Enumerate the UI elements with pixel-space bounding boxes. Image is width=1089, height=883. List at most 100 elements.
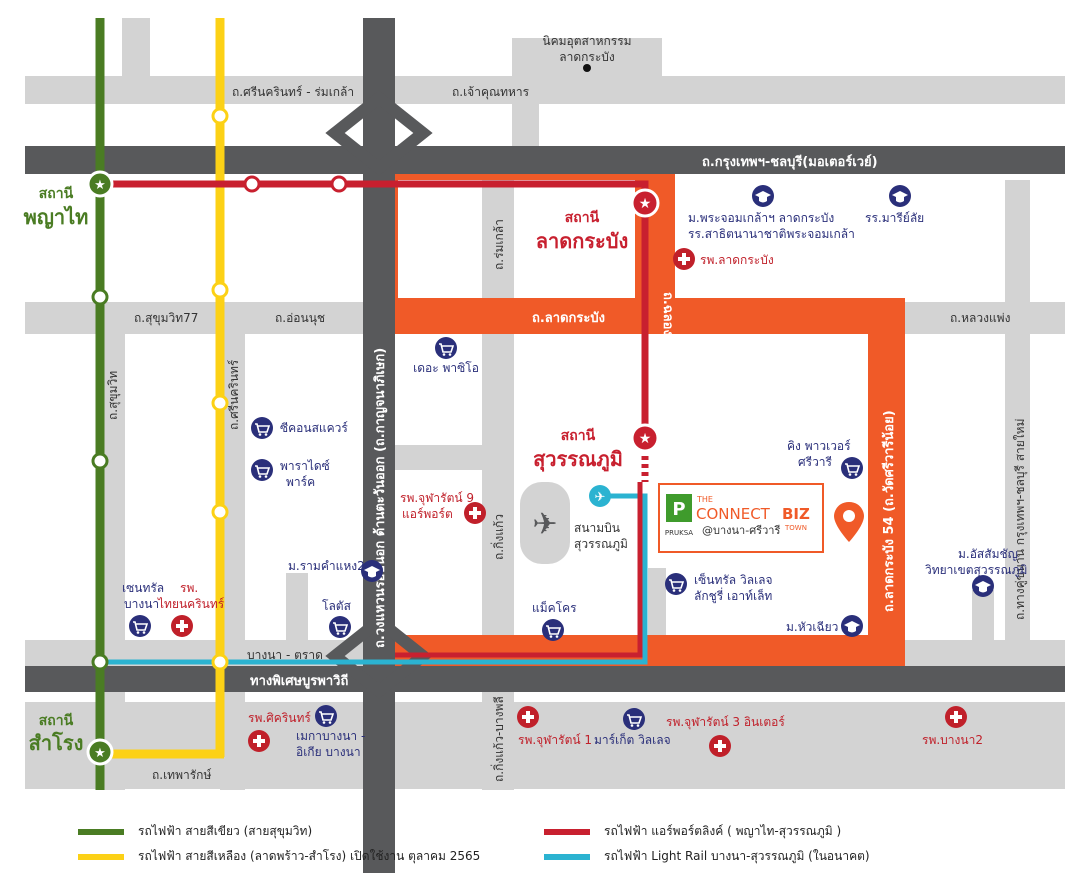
paseo-shop-icon [434,336,458,360]
road-label-highway-chonburi: ถ.ทางคู่ขนาน กรุงเทพฯ-ชลบุรี สายใหม่ [1013,419,1028,621]
expressway-motorway [25,146,1065,174]
road-right-vertical [1005,180,1030,640]
place-paseo: เดอะ พาซิโอ [413,361,479,375]
legend-green-swatch [78,828,124,835]
road-label-romklao: ถ.ร่มเกล้า [492,219,506,270]
place-kmitl: ม.พระจอมเกล้าฯ ลาดกระบัง [688,211,834,225]
hosp-ladkrabang-icon [673,248,695,270]
place-king-power-2: ศรีวารี [798,455,833,469]
station-ladkrabang-marker: ★ [630,188,660,218]
airplane-icon: ✈ [532,507,557,542]
place-hosp-ladkrabang: รพ.ลาดกระบัง [700,253,774,267]
place-mega-2: อิเกีย บางนา [296,745,361,759]
legend-blue-swatch [544,853,590,860]
legend-yellow-label: รถไฟฟ้า สายสีเหลือง (ลาดพร้าว-สำโรง) เปิ… [138,849,481,863]
place-market-village: มาร์เก็ต วิลเลจ [594,732,671,747]
place-paradise-2: พาร์ค [286,475,315,489]
project-location: @บางนา-ศรีวารี [702,524,780,537]
rail-stops [91,107,348,671]
road-south-horizontal [25,702,1065,757]
road-label-ladkrabang: ถ.ลาดกระบัง [532,311,605,326]
station-phaya-thai-marker: ★ [86,170,114,198]
svg-text:★: ★ [94,178,106,193]
king-power-shop-icon [840,456,864,480]
road-label-sukhumvit77: ถ.สุขุมวิท77 [134,311,198,326]
kmitl-edu-icon [752,185,774,207]
place-industrial-2: ลาดกระบัง [559,50,615,64]
legend: รถไฟฟ้า สายสีเขียว (สายสุขุมวิท) รถไฟฟ้า… [0,820,1089,880]
road-label-kingkaew-bangphli: ถ.กิ่งแก้ว-บางพลี [490,696,506,782]
place-kmitl-school: รร.สาธิตนานาชาติพระจอมเกล้า [688,227,855,241]
place-mega-1: เมกาบางนา - [296,729,365,743]
block-ladkrabang-white [540,180,635,298]
road-kingkaew-vertical [482,334,514,644]
station-samrong-marker: ★ [86,738,114,766]
station-suvarnabhumi-label-2: สุวรรณภูมิ [533,447,623,473]
svg-text:★: ★ [639,431,652,447]
station-suvarnabhumi-marker: ★ [630,423,660,453]
airport-block [520,482,570,564]
project-card[interactable]: P PRUKSA THE CONNECT BIZ TOWN @บางนา-ศรี… [658,483,824,553]
road-label-chaokhun-thahan: ถ.เจ้าคุณทหาร [452,85,530,100]
lotus-shop-icon [328,615,352,639]
project-name-biz: BIZ [782,505,810,523]
road-label-luangphaeng: ถ.หลวงแพ่ง [950,311,1010,325]
project-name-connect: CONNECT [696,505,771,523]
place-assumption-1: ม.อัสสัมชัญ [958,547,1018,561]
legend-green-label: รถไฟฟ้า สายสีเขียว (สายสุขุมวิท) [138,824,313,838]
road-label-srinakarin-romklao: ถ.ศรีนครินทร์ - ร่มเกล้า [232,85,354,99]
legend-green: รถไฟฟ้า สายสีเขียว (สายสุขุมวิท) [78,822,312,842]
hosp-thainakarin-icon [171,615,193,637]
airport-link-icon: ✈ [589,485,611,507]
road-label-kingkaew: ถ.กิ่งแก้ว [490,514,506,560]
road-ramkhamhaeng-stub [286,573,308,643]
red-line [100,180,649,438]
central-bangna-shop-icon [128,614,152,638]
industrial-dot-icon [583,64,591,72]
place-hosp-jp9-1: รพ.จุฬารัตน์ 9 [400,491,474,506]
station-phaya-thai-label-1: สถานี [39,186,74,202]
svg-text:★: ★ [639,196,652,212]
place-hosp-jp9-2: แอร์พอร์ต [402,507,453,521]
mariyalai-edu-icon [889,185,911,207]
road-srinakarin-romklao [25,76,1065,104]
place-paradise-1: พาราไดซ์ [280,459,330,473]
place-airport-2: สุวรรณภูมิ [574,537,628,552]
legend-yellow-swatch [78,853,124,860]
project-brand: PRUKSA [665,529,693,537]
paradise-shop-icon [250,458,274,482]
road-label-srinakarin: ถ.ศรีนครินทร์ [227,359,241,430]
road-left-vertical [122,18,150,78]
road-label-chalongkrung: ถ.ฉลองกรุง [660,292,675,357]
expressway-burapha-withi [25,666,1065,692]
market-village-shop-icon [622,707,646,731]
legend-yellow: รถไฟฟ้า สายสีเหลือง (ลาดพร้าว-สำโรง) เปิ… [78,847,480,867]
place-hosp-jp3: รพ.จุฬารัตน์ 3 อินเตอร์ [666,715,785,730]
legend-blue-label: รถไฟฟ้า Light Rail บางนา-สุวรรณภูมิ (ในอ… [604,849,870,863]
place-hosp-bangna2: รพ.บางนา2 [922,733,983,747]
place-industrial-1: นิคมอุตสาหกรรม [542,34,631,49]
road-label-burapha-withi: ทางพิเศษบูรพาวิถี [250,673,348,689]
block-left-white [398,180,482,298]
blue-line [100,493,648,665]
place-central-bangna-1: เซนทรัล [122,581,164,595]
assumption-edu-icon [972,575,994,597]
place-hosp-thainakarin-1: รพ. [180,581,198,595]
location-pin-icon [834,502,864,542]
place-hosp-jp1: รพ.จุฬารัตน์ 1 [518,733,592,748]
central-village-shop-icon [664,572,688,596]
legend-blue: รถไฟฟ้า Light Rail บางนา-สุวรรณภูมิ (ในอ… [544,847,870,867]
place-makro: แม็คโคร [532,600,577,615]
hosp-jp1-icon [517,706,539,728]
hosp-bangna2-icon [945,706,967,728]
hosp-jp3-icon [709,735,731,757]
place-central-village-2: ลักชูรี่ เอาท์เล็ท [694,587,772,604]
place-seacon: ซีคอนสแควร์ [280,421,348,435]
place-mariyalai: รร.มารีย์ลัย [865,211,924,225]
red-line-loop [395,482,643,658]
block-mid-white [514,180,540,298]
makro-shop-icon [541,618,565,642]
pruksa-logo-icon [666,494,692,522]
project-name-the: THE [696,495,713,504]
